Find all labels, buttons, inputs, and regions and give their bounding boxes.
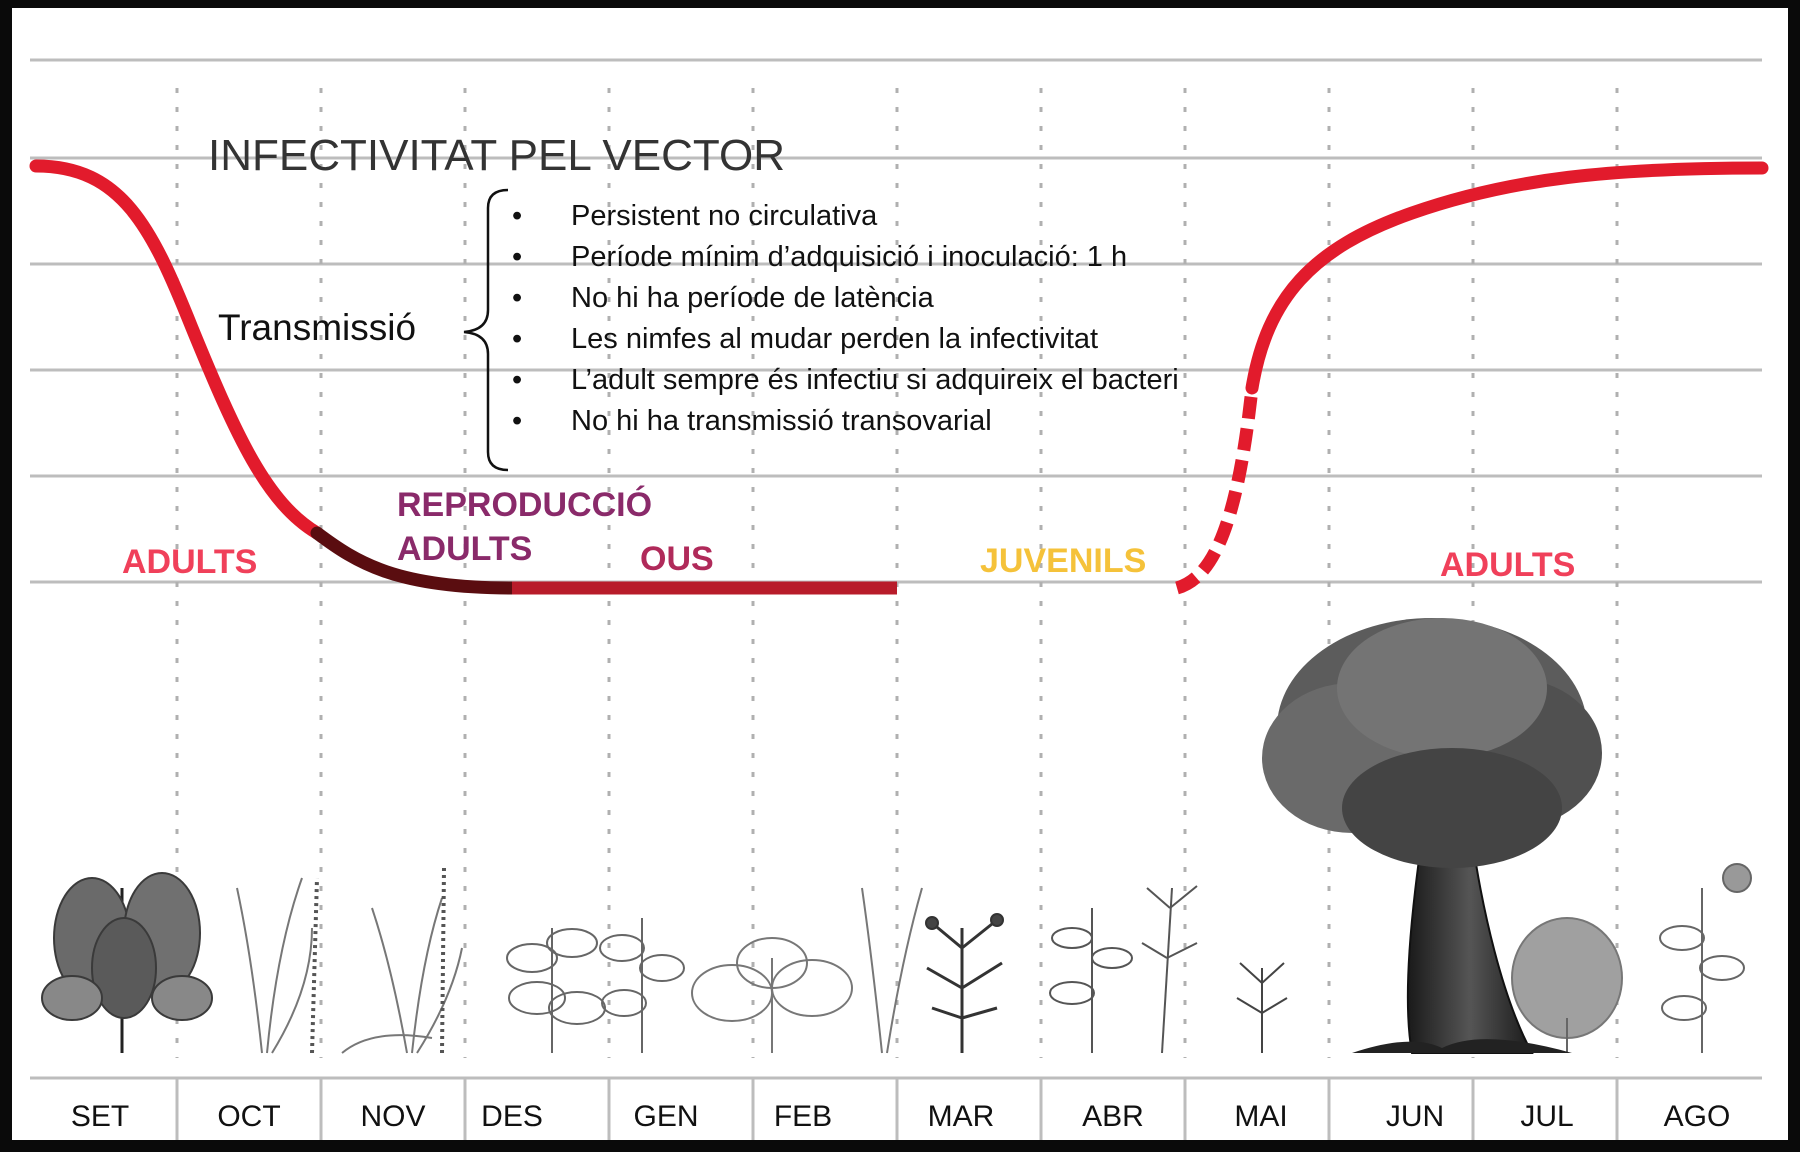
plant-grass [236,867,463,1054]
plants-illustration [41,863,1752,1054]
month-label: OCT [217,1100,280,1133]
plant-set [41,872,213,1053]
month-label: NOV [360,1100,425,1133]
brace-icon [463,188,509,472]
month-band: SET OCT NOV DES GEN FEB MAR ABR MAI JUN … [30,1076,1762,1140]
curve-reproduccio [310,526,519,595]
month-label: FEB [774,1100,832,1133]
diagram-title: INFECTIVITAT PEL VECTOR [208,131,785,180]
infectivity-curve [29,159,1769,595]
transmission-item: • Les nimfes al mudar perden la infectiv… [512,323,1098,355]
diagram-canvas: INFECTIVITAT PEL VECTOR Transmissió • Pe… [29,58,1769,1140]
transmission-item: • Període mínim d’adquisició i inoculaci… [512,241,1127,273]
olive-tree-illustration [1262,618,1602,1054]
curve-adults-rise-dashed [1174,387,1259,595]
transmission-list: • Persistent no circulativa • Període mí… [512,200,1179,437]
phase-reproduccio: REPRODUCCIÓ [397,486,652,524]
transmission-item-text: Les nimfes al mudar perden la infectivit… [571,323,1098,355]
transmission-item-text: Persistent no circulativa [571,200,878,232]
phase-adults-left: ADULTS [122,543,257,581]
curve-adults-rise [1245,161,1769,395]
transmission-label: Transmissió [218,307,416,348]
month-label: SET [71,1100,129,1133]
bullet-icon: • [512,364,522,396]
transmission-item: • Persistent no circulativa [512,200,878,232]
month-label: ABR [1082,1100,1144,1133]
bullet-icon: • [512,282,522,314]
month-band-dividers [175,1078,1619,1140]
phase-juvenils: JUVENILS [980,542,1146,580]
curve-adults-decline [29,159,324,540]
month-label: GEN [633,1100,698,1133]
phase-reproduccio-adults: ADULTS [397,530,532,568]
plant-abr [1049,885,1198,1054]
phase-ous: OUS [640,540,714,578]
plant-des-gen [506,918,685,1053]
month-label: MAR [928,1100,995,1133]
plant-jul-ago [1511,863,1752,1053]
transmission-item-text: L’adult sempre és infectiu si adquireix … [571,364,1179,396]
plant-mai [1236,962,1288,1053]
plant-mar [925,913,1004,1053]
month-label: AGO [1664,1100,1731,1133]
month-label: DES [481,1100,543,1133]
transmission-item: • No hi ha transmissió transovarial [512,405,992,437]
phase-adults-right: ADULTS [1440,546,1575,584]
transmission-block: Transmissió • Persistent no circulativa … [218,188,1179,472]
transmission-item: • No hi ha període de latència [512,282,935,314]
transmission-item: • L’adult sempre és infectiu si adquirei… [512,364,1179,396]
month-label: JUL [1520,1100,1573,1133]
month-label: MAI [1234,1100,1287,1133]
bullet-icon: • [512,200,522,232]
plant-feb [691,887,923,1054]
bullet-icon: • [512,241,522,273]
transmission-item-text: No hi ha període de latència [571,282,935,314]
phase-labels: ADULTS REPRODUCCIÓ ADULTS OUS JUVENILS A… [122,486,1575,584]
month-label: JUN [1386,1100,1444,1133]
bullet-icon: • [512,323,522,355]
transmission-item-text: No hi ha transmissió transovarial [571,405,992,437]
transmission-item-text: Període mínim d’adquisició i inoculació:… [571,241,1127,273]
bullet-icon: • [512,405,522,437]
